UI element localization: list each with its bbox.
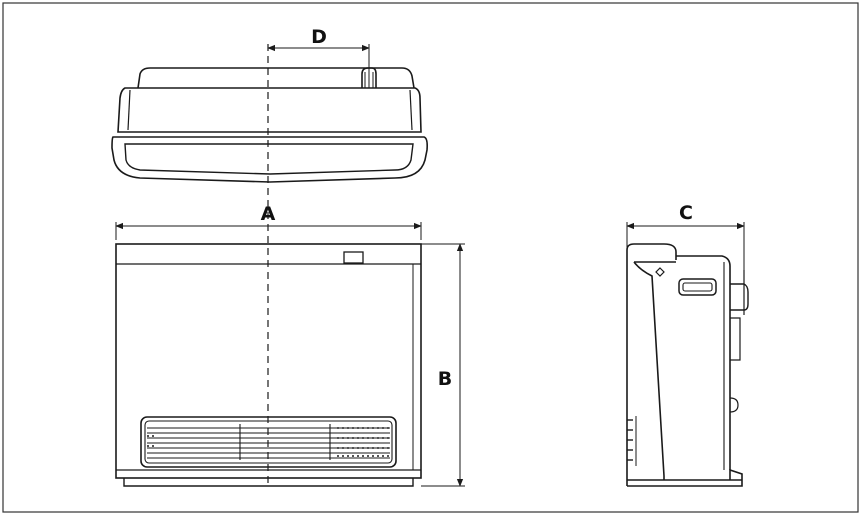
side-view: [626, 243, 749, 487]
dimension-a: [115, 222, 422, 240]
front-view: [115, 243, 422, 487]
label-c: C: [679, 202, 693, 224]
top-view: [111, 67, 428, 183]
drawing-border: [2, 2, 859, 513]
label-a: A: [261, 203, 276, 225]
label-d: D: [311, 26, 327, 48]
dimension-b: [421, 243, 465, 487]
dimension-c: [626, 222, 745, 272]
dimension-d: [267, 44, 370, 72]
label-b: B: [438, 368, 452, 390]
